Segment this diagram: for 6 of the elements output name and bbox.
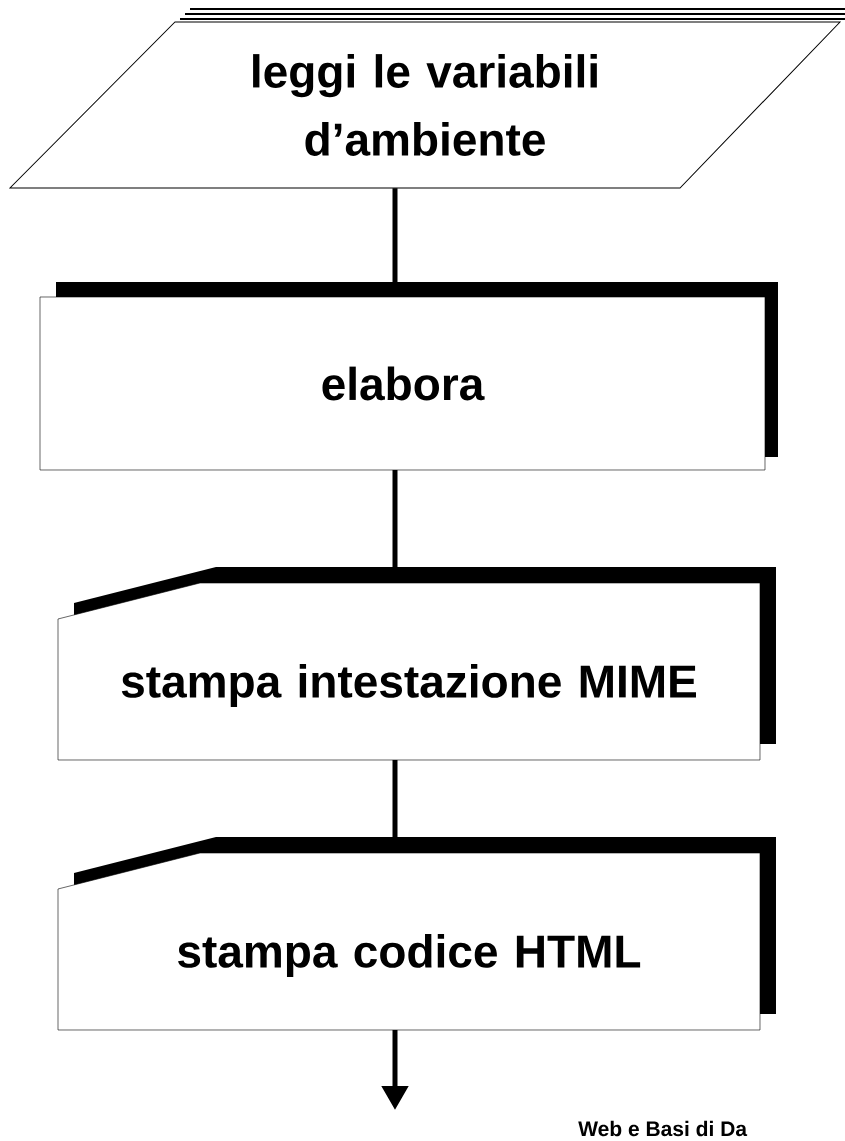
connector <box>392 760 398 839</box>
footer-text: Web e Basi di Da <box>578 1120 748 1137</box>
input-parallelogram: leggi le variabili d’ambiente <box>9 8 845 189</box>
process-box: elabora <box>39 282 778 471</box>
connector <box>392 188 398 283</box>
connector <box>392 470 398 569</box>
